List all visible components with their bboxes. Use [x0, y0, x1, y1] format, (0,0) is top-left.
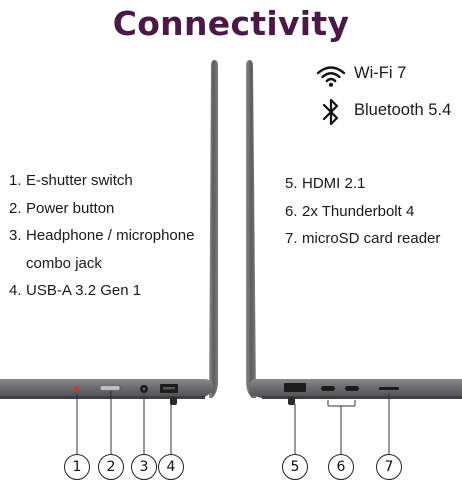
item-number: 5.: [285, 175, 298, 193]
bluetooth-icon: [322, 98, 339, 126]
item-number: 7.: [285, 230, 298, 248]
item-number: 4.: [9, 282, 22, 300]
callout-5: 5: [282, 454, 308, 480]
right-port-list: 5. HDMI 2.1 6. 2x Thunderbolt 4 7. micro…: [285, 170, 440, 253]
power-button: [99, 385, 121, 391]
list-item: 1. E-shutter switch: [9, 167, 194, 195]
item-text: Power button: [26, 199, 115, 217]
item-number: 3.: [9, 227, 22, 245]
callout-1: 1: [64, 454, 90, 480]
item-text: microSD card reader: [302, 230, 441, 248]
item-text: combo jack: [26, 254, 102, 272]
bluetooth-label: Bluetooth 5.4: [354, 101, 452, 119]
laptop-left-foot: [170, 397, 177, 405]
laptop-right-foot: [288, 397, 295, 405]
callout-4: 4: [158, 454, 184, 480]
hdmi-port: [284, 383, 306, 392]
item-text: E-shutter switch: [26, 172, 133, 190]
thunderbolt-port-1: [321, 386, 335, 391]
list-item: 5. HDMI 2.1: [285, 170, 440, 198]
item-text: Headphone / microphone: [26, 227, 195, 245]
laptop-left-lid: [209, 60, 218, 398]
list-item: 7. microSD card reader: [285, 225, 440, 253]
list-item: combo jack: [9, 250, 194, 278]
list-item: 2. Power button: [9, 195, 194, 223]
left-port-list: 1. E-shutter switch 2. Power button 3. H…: [9, 167, 194, 305]
callout-2: 2: [98, 454, 124, 480]
wifi-icon: [316, 66, 346, 87]
page-title: Connectivity: [112, 4, 350, 43]
e-shutter-switch: [73, 386, 81, 392]
microsd-slot: [379, 387, 399, 390]
leader-lines: [76, 391, 390, 454]
item-number: 2.: [9, 199, 22, 217]
item-text: USB-A 3.2 Gen 1: [26, 282, 142, 300]
laptop-right-lid: [246, 60, 256, 398]
item-number: 6.: [285, 202, 298, 220]
callout-7: 7: [376, 454, 402, 480]
laptop-right-side: [246, 60, 462, 405]
laptop-left-side: [0, 60, 218, 405]
list-item: 6. 2x Thunderbolt 4: [285, 198, 440, 226]
wifi-label: Wi-Fi 7: [354, 64, 407, 82]
callout-3: 3: [131, 454, 157, 480]
item-text: 2x Thunderbolt 4: [302, 202, 415, 220]
callout-6: 6: [328, 454, 354, 480]
thunderbolt-port-2: [345, 386, 359, 391]
item-text: HDMI 2.1: [302, 175, 366, 193]
list-item: 3. Headphone / microphone: [9, 222, 194, 250]
item-number: 1.: [9, 172, 22, 190]
list-item: 4. USB-A 3.2 Gen 1: [9, 277, 194, 305]
